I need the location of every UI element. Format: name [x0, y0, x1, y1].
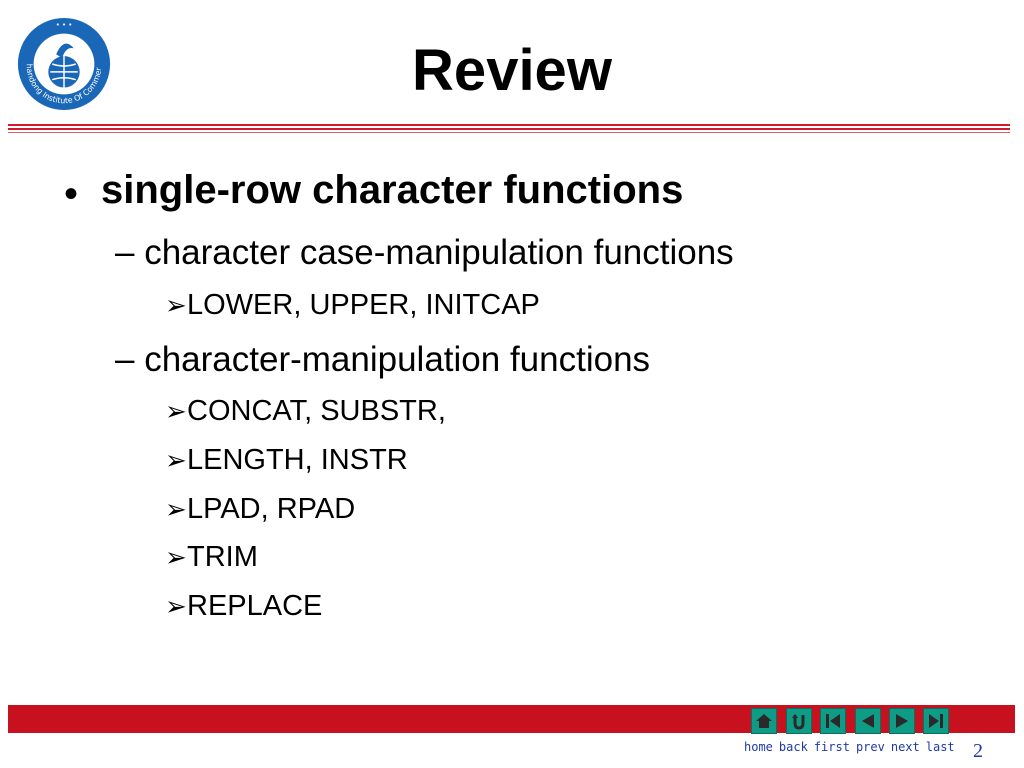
bullet-level3: ➢REPLACE — [165, 590, 323, 622]
nav-link-last[interactable]: last — [925, 740, 955, 754]
footer-bar — [8, 705, 1015, 733]
last-icon — [929, 714, 943, 728]
header-rule — [8, 124, 1010, 126]
home-button[interactable] — [751, 708, 777, 734]
next-icon — [896, 714, 908, 728]
nav-link-prev[interactable]: prev — [855, 740, 885, 754]
page-number: 2 — [973, 740, 983, 762]
back-icon — [792, 714, 805, 730]
bullet-level1: single-row character functions — [101, 168, 684, 212]
arrow-bullet-icon: ➢ — [165, 290, 187, 320]
arrow-bullet-icon: ➢ — [165, 445, 187, 475]
last-button[interactable] — [923, 708, 949, 734]
bullet-level2: – character-manipulation functions — [115, 340, 651, 379]
nav-link-home[interactable]: home — [744, 740, 773, 754]
bullet-level3: ➢LOWER, UPPER, INITCAP — [165, 289, 540, 321]
bullet-level2-text: character case-manipulation functions — [144, 233, 734, 272]
next-button[interactable] — [889, 708, 915, 734]
first-icon — [826, 714, 840, 728]
nav-link-first[interactable]: first — [813, 740, 850, 754]
arrow-bullet-icon: ➢ — [165, 591, 187, 621]
header-rule — [8, 132, 1010, 133]
bullet-level3: ➢LPAD, RPAD — [165, 493, 356, 525]
bullet-level2: – character case-manipulation functions — [115, 233, 734, 272]
prev-button[interactable] — [855, 708, 881, 734]
first-button[interactable] — [820, 708, 846, 734]
bullet-dot: • — [64, 172, 79, 216]
arrow-bullet-icon: ➢ — [165, 542, 187, 572]
bullet-level3: ➢LENGTH, INSTR — [165, 444, 408, 476]
nav-link-next[interactable]: next — [890, 740, 920, 754]
bullet-level2-text: character-manipulation functions — [144, 340, 651, 379]
arrow-bullet-icon: ➢ — [165, 396, 187, 426]
home-icon — [756, 714, 772, 728]
slide-title: Review — [412, 38, 612, 103]
arrow-bullet-icon: ➢ — [165, 494, 187, 524]
nav-labels: home back first prev next last — [744, 740, 961, 754]
prev-icon — [862, 714, 874, 728]
header-rule — [8, 128, 1010, 130]
bullet-level3: ➢CONCAT, SUBSTR, — [165, 395, 446, 427]
svg-text:• • •: • • • — [56, 21, 73, 29]
back-button[interactable] — [786, 708, 812, 734]
bullet-level3: ➢TRIM — [165, 541, 258, 573]
nav-link-back[interactable]: back — [778, 740, 808, 754]
school-logo: • • • Shandong Institute Of Commerce — [13, 8, 113, 113]
